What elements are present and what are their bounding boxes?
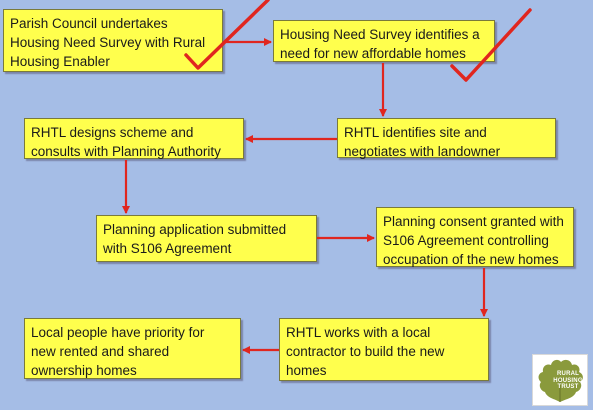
step-local-priority: Local people have priority for new rente…	[24, 318, 241, 379]
logo-text: RURAL HOUSING TRUST	[551, 371, 585, 391]
step-build-homes: RHTL works with a local contractor to bu…	[279, 318, 489, 381]
step-design-scheme: RHTL designs scheme and consults with Pl…	[24, 118, 244, 159]
step-planning-consent: Planning consent granted with S106 Agree…	[376, 207, 574, 267]
logo-line: RURAL	[557, 371, 579, 377]
oak-leaf-icon	[538, 359, 583, 402]
logo-line: TRUST	[557, 384, 579, 390]
rural-housing-trust-logo: RURAL HOUSING TRUST	[532, 354, 588, 406]
step-identify-site: RHTL identifies site and negotiates with…	[337, 118, 556, 159]
logo-line: HOUSING	[553, 377, 583, 384]
step-survey-identifies-need: Housing Need Survey identifies a need fo…	[273, 20, 495, 62]
step-planning-application: Planning application submitted with S106…	[96, 215, 317, 262]
step-parish-council-survey: Parish Council undertakes Housing Need S…	[3, 9, 223, 72]
